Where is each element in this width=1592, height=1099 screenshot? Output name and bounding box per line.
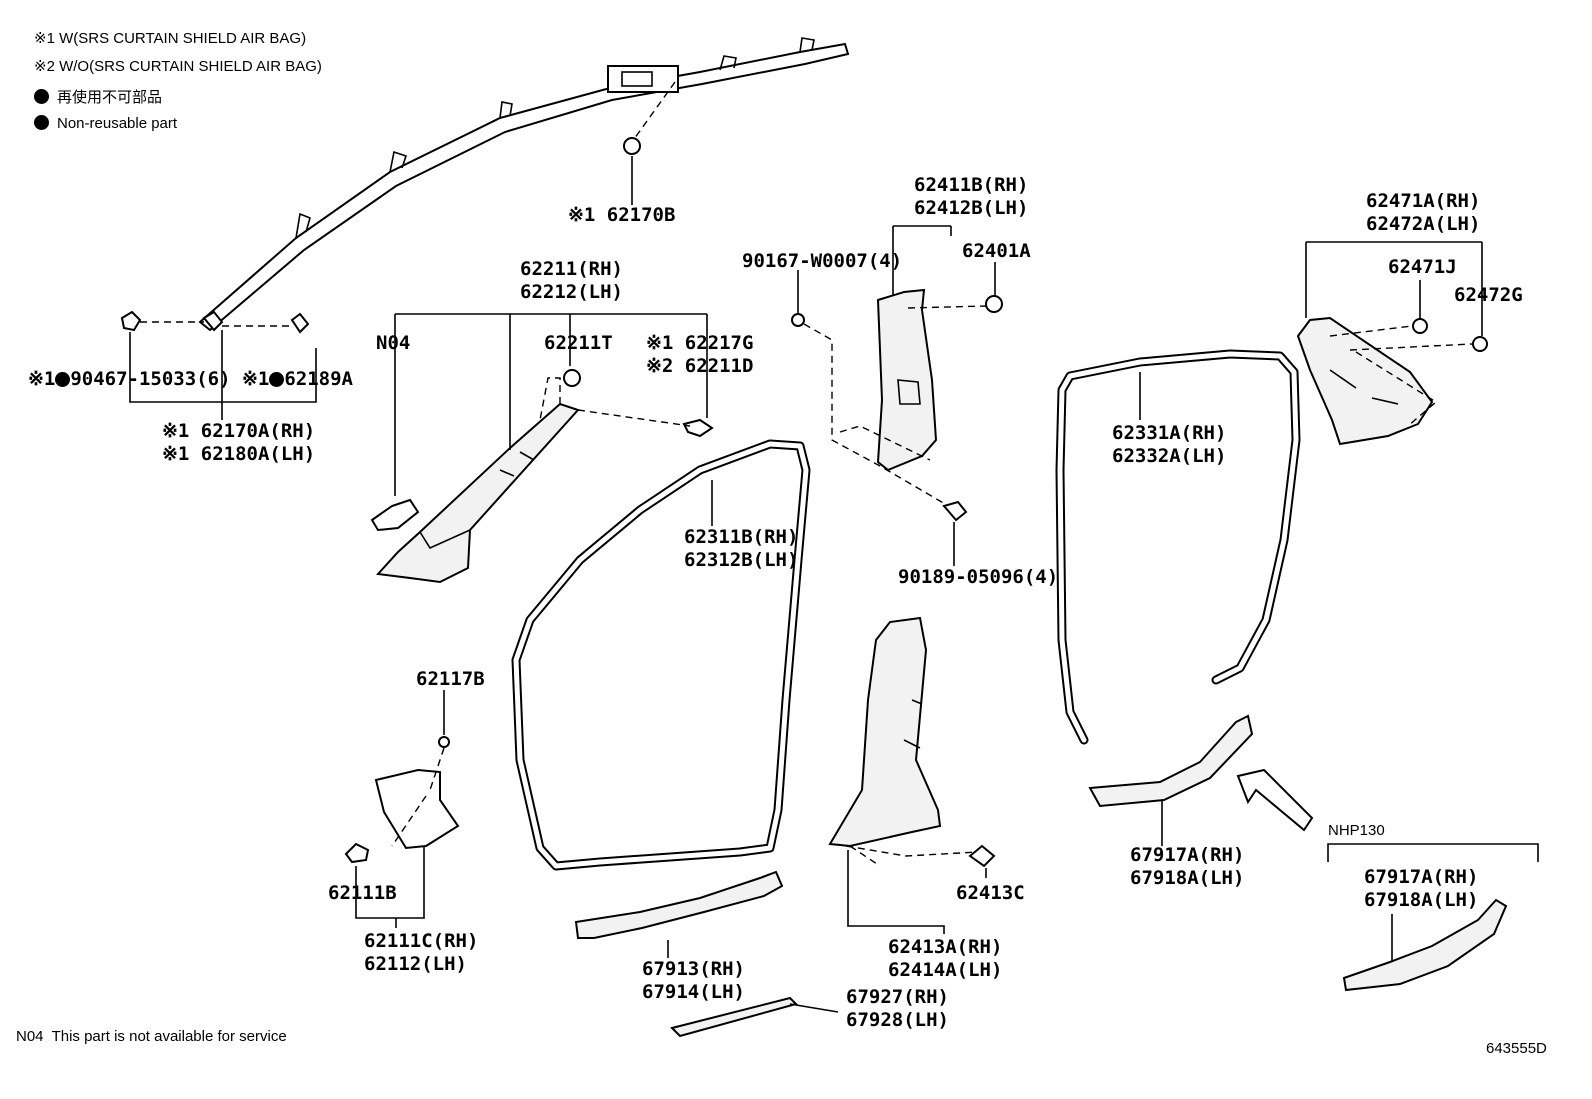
part-label-62111C[interactable]: 62111C(RH) bbox=[364, 930, 479, 952]
part-label-67913[interactable]: 67913(RH) bbox=[642, 958, 745, 980]
footer-n04-note: N04 This part is not available for servi… bbox=[16, 1028, 287, 1045]
nonreusable-dot-icon bbox=[34, 115, 49, 130]
part-label-62212[interactable]: 62212(LH) bbox=[520, 281, 623, 303]
part-label-67918A[interactable]: 67918A(LH) bbox=[1130, 867, 1245, 889]
part-label-90467-15033[interactable]: ※1 90467-15033(6) bbox=[28, 368, 231, 391]
diagram-id: 643555D bbox=[1486, 1040, 1547, 1057]
part-label-62472A[interactable]: 62472A(LH) bbox=[1366, 213, 1481, 235]
curtain-airbag-rail bbox=[198, 37, 850, 332]
part-label-62112[interactable]: 62112(LH) bbox=[364, 953, 467, 975]
part-label-62312B[interactable]: 62312B(LH) bbox=[684, 549, 799, 571]
part-number-text: 90467-15033(6) bbox=[70, 368, 231, 390]
part-label-62117B[interactable]: 62117B bbox=[416, 668, 485, 690]
a-pillar-garnish bbox=[370, 313, 714, 584]
part-label-62401A[interactable]: 62401A bbox=[962, 240, 1031, 262]
legend-nonreusable-en: Non-reusable part bbox=[34, 115, 177, 133]
part-label-62332A[interactable]: 62332A(LH) bbox=[1112, 445, 1227, 467]
legend-nonreusable-en-text: Non-reusable part bbox=[57, 115, 178, 132]
part-label-67918A-nhp130[interactable]: 67918A(LH) bbox=[1364, 889, 1479, 911]
quarter-trim bbox=[1296, 241, 1488, 446]
part-label-67927[interactable]: 67927(RH) bbox=[846, 986, 949, 1008]
part-label-62413A[interactable]: 62413A(RH) bbox=[888, 936, 1003, 958]
airbag-mark: ※1 bbox=[242, 368, 270, 390]
legend-note-1: ※1 W(SRS CURTAIN SHIELD AIR BAG) bbox=[34, 30, 307, 47]
part-label-62170B[interactable]: ※1 62170B bbox=[568, 204, 676, 226]
center-pillar-lower bbox=[828, 616, 996, 934]
part-label-62111B[interactable]: 62111B bbox=[328, 882, 397, 904]
front-scuff-plate bbox=[574, 870, 784, 958]
variant-label-nhp130: NHP130 bbox=[1328, 822, 1385, 839]
part-label-62189A[interactable]: ※1 62189A bbox=[242, 368, 353, 391]
part-label-67914[interactable]: 67914(LH) bbox=[642, 981, 745, 1003]
part-label-67917A-nhp130[interactable]: 67917A(RH) bbox=[1364, 866, 1479, 888]
part-label-62170A[interactable]: ※1 62170A(RH) bbox=[162, 420, 316, 442]
cowl-side-trim bbox=[344, 690, 460, 928]
part-number-text: 62189A bbox=[284, 368, 353, 390]
part-label-N04[interactable]: N04 bbox=[376, 332, 411, 354]
nonreusable-dot-icon bbox=[34, 89, 49, 104]
part-label-90167-W0007[interactable]: 90167-W0007(4) bbox=[742, 250, 903, 272]
front-door-weatherstrip bbox=[511, 439, 811, 871]
airbag-mark: ※1 bbox=[28, 368, 56, 390]
clips-90467-62189A bbox=[120, 310, 317, 420]
nonreusable-dot-icon bbox=[55, 372, 71, 387]
part-label-62413C[interactable]: 62413C bbox=[956, 882, 1025, 904]
part-label-62180A[interactable]: ※1 62180A(LH) bbox=[162, 443, 316, 465]
part-label-62471J[interactable]: 62471J bbox=[1388, 256, 1457, 278]
legend-note-2: ※2 W/O(SRS CURTAIN SHIELD AIR BAG) bbox=[34, 58, 322, 75]
part-label-62217G[interactable]: ※1 62217G bbox=[646, 332, 754, 354]
part-label-62411B[interactable]: 62411B(RH) bbox=[914, 174, 1029, 196]
side-strip-67927 bbox=[670, 996, 839, 1038]
part-label-62211[interactable]: 62211(RH) bbox=[520, 258, 623, 280]
part-label-62331A[interactable]: 62331A(RH) bbox=[1112, 422, 1227, 444]
part-label-62472G[interactable]: 62472G bbox=[1454, 284, 1523, 306]
part-label-67917A[interactable]: 67917A(RH) bbox=[1130, 844, 1245, 866]
rear-scuff-plate bbox=[1088, 714, 1314, 846]
part-label-62471A[interactable]: 62471A(RH) bbox=[1366, 190, 1481, 212]
nhp130-variant bbox=[1327, 843, 1539, 992]
center-pillar-upper bbox=[791, 225, 1003, 566]
part-label-62211D[interactable]: ※2 62211D bbox=[646, 355, 754, 377]
legend-nonreusable-jp: 再使用不可部品 bbox=[34, 89, 162, 107]
nonreusable-dot-icon bbox=[269, 372, 285, 387]
part-label-62211T[interactable]: 62211T bbox=[544, 332, 613, 354]
part-label-67928[interactable]: 67928(LH) bbox=[846, 1009, 949, 1031]
part-label-62412B[interactable]: 62412B(LH) bbox=[914, 197, 1029, 219]
clip-62170B bbox=[623, 81, 676, 205]
rear-door-weatherstrip bbox=[1055, 349, 1301, 745]
part-label-90189-05096[interactable]: 90189-05096(4) bbox=[898, 566, 1059, 588]
part-label-62414A[interactable]: 62414A(LH) bbox=[888, 959, 1003, 981]
part-label-62311B[interactable]: 62311B(RH) bbox=[684, 526, 799, 548]
legend-nonreusable-jp-text: 再使用不可部品 bbox=[57, 89, 163, 106]
